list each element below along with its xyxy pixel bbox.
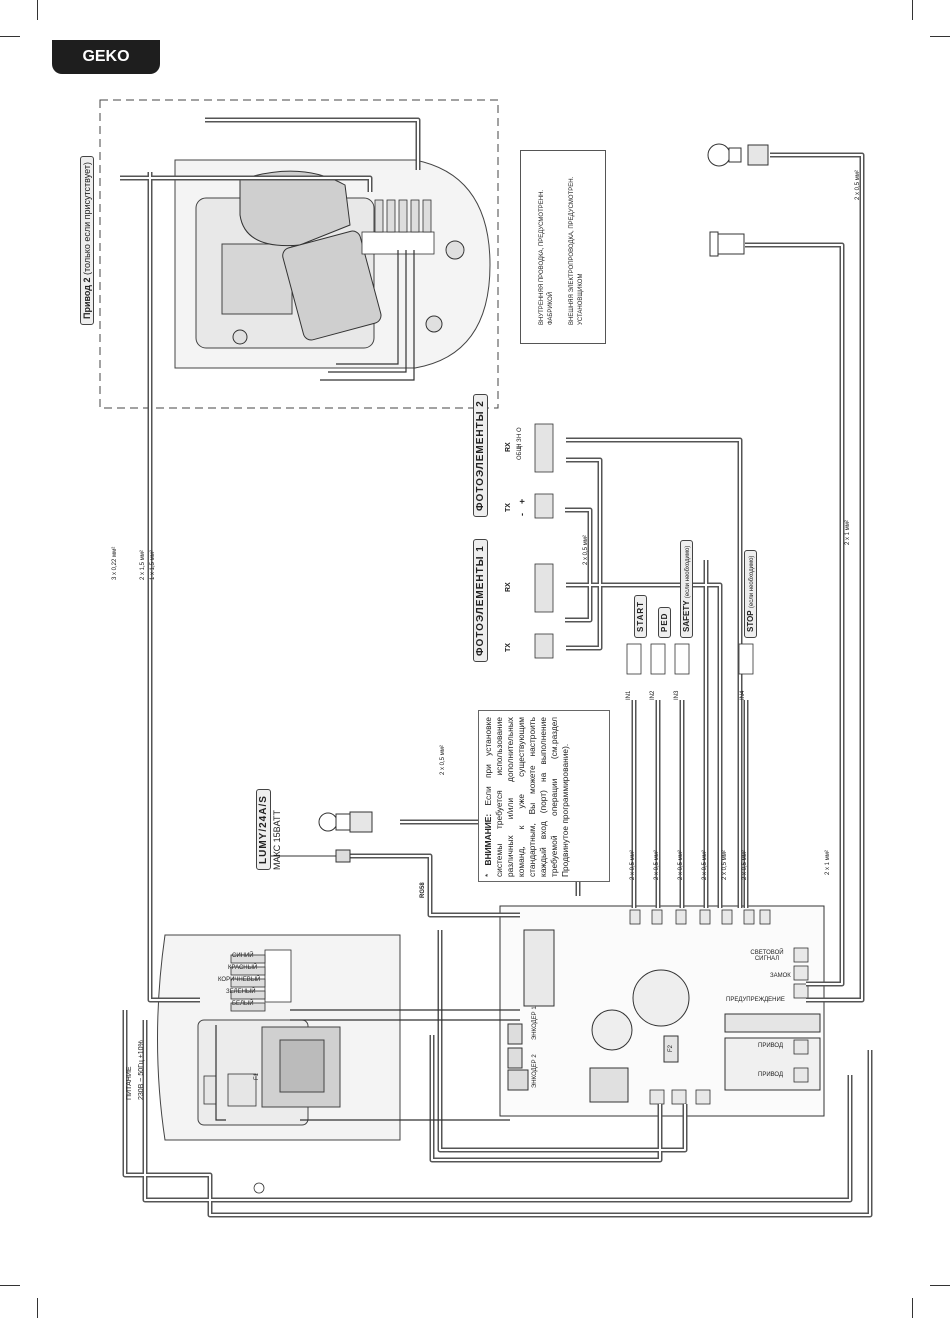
warning-star: *	[483, 873, 493, 877]
warning-note: * ВНИМАНИЕ: Если при установке системы т…	[478, 710, 610, 882]
board-in4: IN4	[740, 690, 746, 700]
cmd-safety-note: (если необходимо)	[685, 545, 691, 599]
wire-blue: СИНИЙ	[232, 953, 254, 959]
wire-red: КРАСНЫЙ	[228, 965, 258, 971]
cable-2x1-signal: 2 x 1 мм²	[845, 520, 851, 545]
photocells2-title: ФОТОЭЛЕМЕНТЫ 2	[473, 394, 488, 517]
crop-mark	[0, 36, 20, 37]
legend-external: ВНЕШНЯЯ ЭЛЕКТРОПРОВОДКА, ПРЕДУСМОТРЕН. У…	[569, 176, 584, 325]
crop-mark	[912, 0, 913, 20]
actuator2-terminal-strip	[361, 199, 435, 255]
board-in2: IN2	[650, 690, 656, 700]
cable-2x05-photo: 2 x 0,5 мм²	[583, 535, 589, 565]
photocells1-tx: TX	[505, 643, 512, 652]
cable-2x05-top: 2 x 0,5 мм²	[855, 170, 861, 200]
cable-2x05-lamp: 2 x 0,5 мм²	[440, 745, 446, 775]
actuator1-housing	[157, 934, 401, 1141]
cable-antenna: RG58	[420, 882, 426, 898]
board-lock: ЗАМОК	[770, 973, 791, 979]
board-in3: IN3	[674, 690, 680, 700]
photocells2-rx: RX	[505, 442, 512, 452]
warning-note-text: * ВНИМАНИЕ: Если при установке системы т…	[479, 713, 609, 881]
cmd-stop-note: (если необходимо)	[749, 555, 755, 609]
cable-1x15: 1 x 1,5 мм²	[150, 550, 156, 580]
wire-green: ЗЕЛЕНЫЙ	[226, 989, 256, 995]
photocell-terminals	[534, 423, 554, 659]
board-signal: СВЕТОВОЙ СИГНАЛ	[750, 950, 784, 962]
cmd-safety-label: SAFETY	[682, 600, 691, 632]
board-motor2: ПРИВОД	[758, 1072, 784, 1078]
photo-terminal-minus: -	[517, 513, 527, 516]
output-terminal-block	[649, 947, 809, 1105]
wire-brown: КОРИЧНЕВЫЙ	[218, 977, 261, 983]
crop-mark	[0, 1285, 20, 1286]
legend-internal: ВНУТРЕННЯЯ ПРОВОДКА, ПРЕДУСМОТРЕНН. ФАБР…	[539, 189, 554, 325]
cable-ped: 2 x 0,5 мм²	[654, 850, 660, 880]
warning-title: ВНИМАНИЕ:	[483, 813, 493, 866]
photocells1-rx: RX	[505, 582, 512, 592]
warning-body: Если при установке системы требуется исп…	[483, 717, 570, 877]
power-spec: 230В ~ 50Гц ±10%	[138, 1040, 145, 1100]
cmd-stop: STOP (если необходимо)	[744, 549, 757, 638]
crop-mark	[930, 1285, 950, 1286]
crop-mark	[930, 36, 950, 37]
cable-stop-c: 2 x 0,5 мм²	[742, 850, 748, 880]
command-switches	[626, 643, 754, 675]
cable-safety: 2 x 0,5 мм²	[678, 850, 684, 880]
photo-terminal-com: ОБЩ	[517, 445, 523, 460]
cmd-start: START	[634, 594, 647, 638]
cable-start: 2 x 0,5 мм²	[630, 850, 636, 880]
photocells2-tx: TX	[505, 503, 512, 512]
control-board	[499, 905, 825, 1117]
brand-label: GEKO	[82, 48, 130, 65]
photocells1-title: ФОТОЭЛЕМЕНТЫ 1	[473, 539, 488, 662]
brand-tab: GEKO	[52, 40, 160, 74]
crop-mark	[37, 1298, 38, 1318]
wire-white: БЕЛЫЙ	[232, 1001, 254, 1007]
lamp-model: LUMY/24A/S	[256, 789, 271, 870]
legend-box	[520, 150, 606, 344]
crop-mark	[37, 0, 38, 20]
cable-2x15: 2 x 1,5 мм²	[140, 550, 146, 580]
warning-bulb	[707, 143, 769, 167]
power-terminal	[203, 1073, 265, 1194]
cable-3x022: 3 x 0,22 мм²	[112, 546, 118, 580]
actuator2-area	[99, 99, 499, 409]
cable-stop-b: 2 x 0,5 мм²	[722, 850, 728, 880]
cable-2x1-motor: 2 x 1 мм²	[825, 850, 831, 875]
photo-terminal-plus: +	[517, 498, 527, 504]
actuator2-note: (только если присутствует)	[82, 162, 92, 275]
cable-stop-a: 2 x 0,5 мм²	[702, 850, 708, 880]
cmd-stop-label: STOP	[746, 610, 755, 632]
lamp-bulb	[318, 811, 373, 833]
lock-plug	[709, 231, 745, 257]
board-motor1: ПРИВОД	[758, 1043, 784, 1049]
crop-mark	[912, 1298, 913, 1318]
internal-wiring	[215, 250, 520, 1121]
input-terminal-block	[629, 909, 771, 925]
photo-terminal-no: Н О	[517, 427, 523, 438]
external-wiring	[120, 117, 873, 1218]
board-enc2: ЭНКОДЕР 2	[532, 1054, 538, 1088]
board-in1: IN1	[626, 690, 632, 700]
lamp-max: МАКС 15BATT	[272, 810, 282, 870]
board-f1: F1	[254, 1072, 260, 1080]
cmd-ped: PED	[658, 606, 671, 638]
board-enc1: ЭНКОДЕР 1	[532, 1006, 538, 1040]
cmd-safety: SAFETY (если необходимо)	[680, 539, 693, 638]
power-label: ПИТАНИЕ	[126, 1066, 133, 1100]
actuator2-name: Привод 2	[82, 277, 92, 319]
actuator2-motor	[232, 170, 465, 345]
actuator1-terminal-strip	[230, 949, 292, 1012]
board-warning: ПРЕДУПРЕЖДЕНИЕ	[726, 997, 785, 1003]
board-f2: F2	[668, 1044, 674, 1052]
actuator2-title: Привод 2 (только если присутствует)	[80, 156, 94, 325]
